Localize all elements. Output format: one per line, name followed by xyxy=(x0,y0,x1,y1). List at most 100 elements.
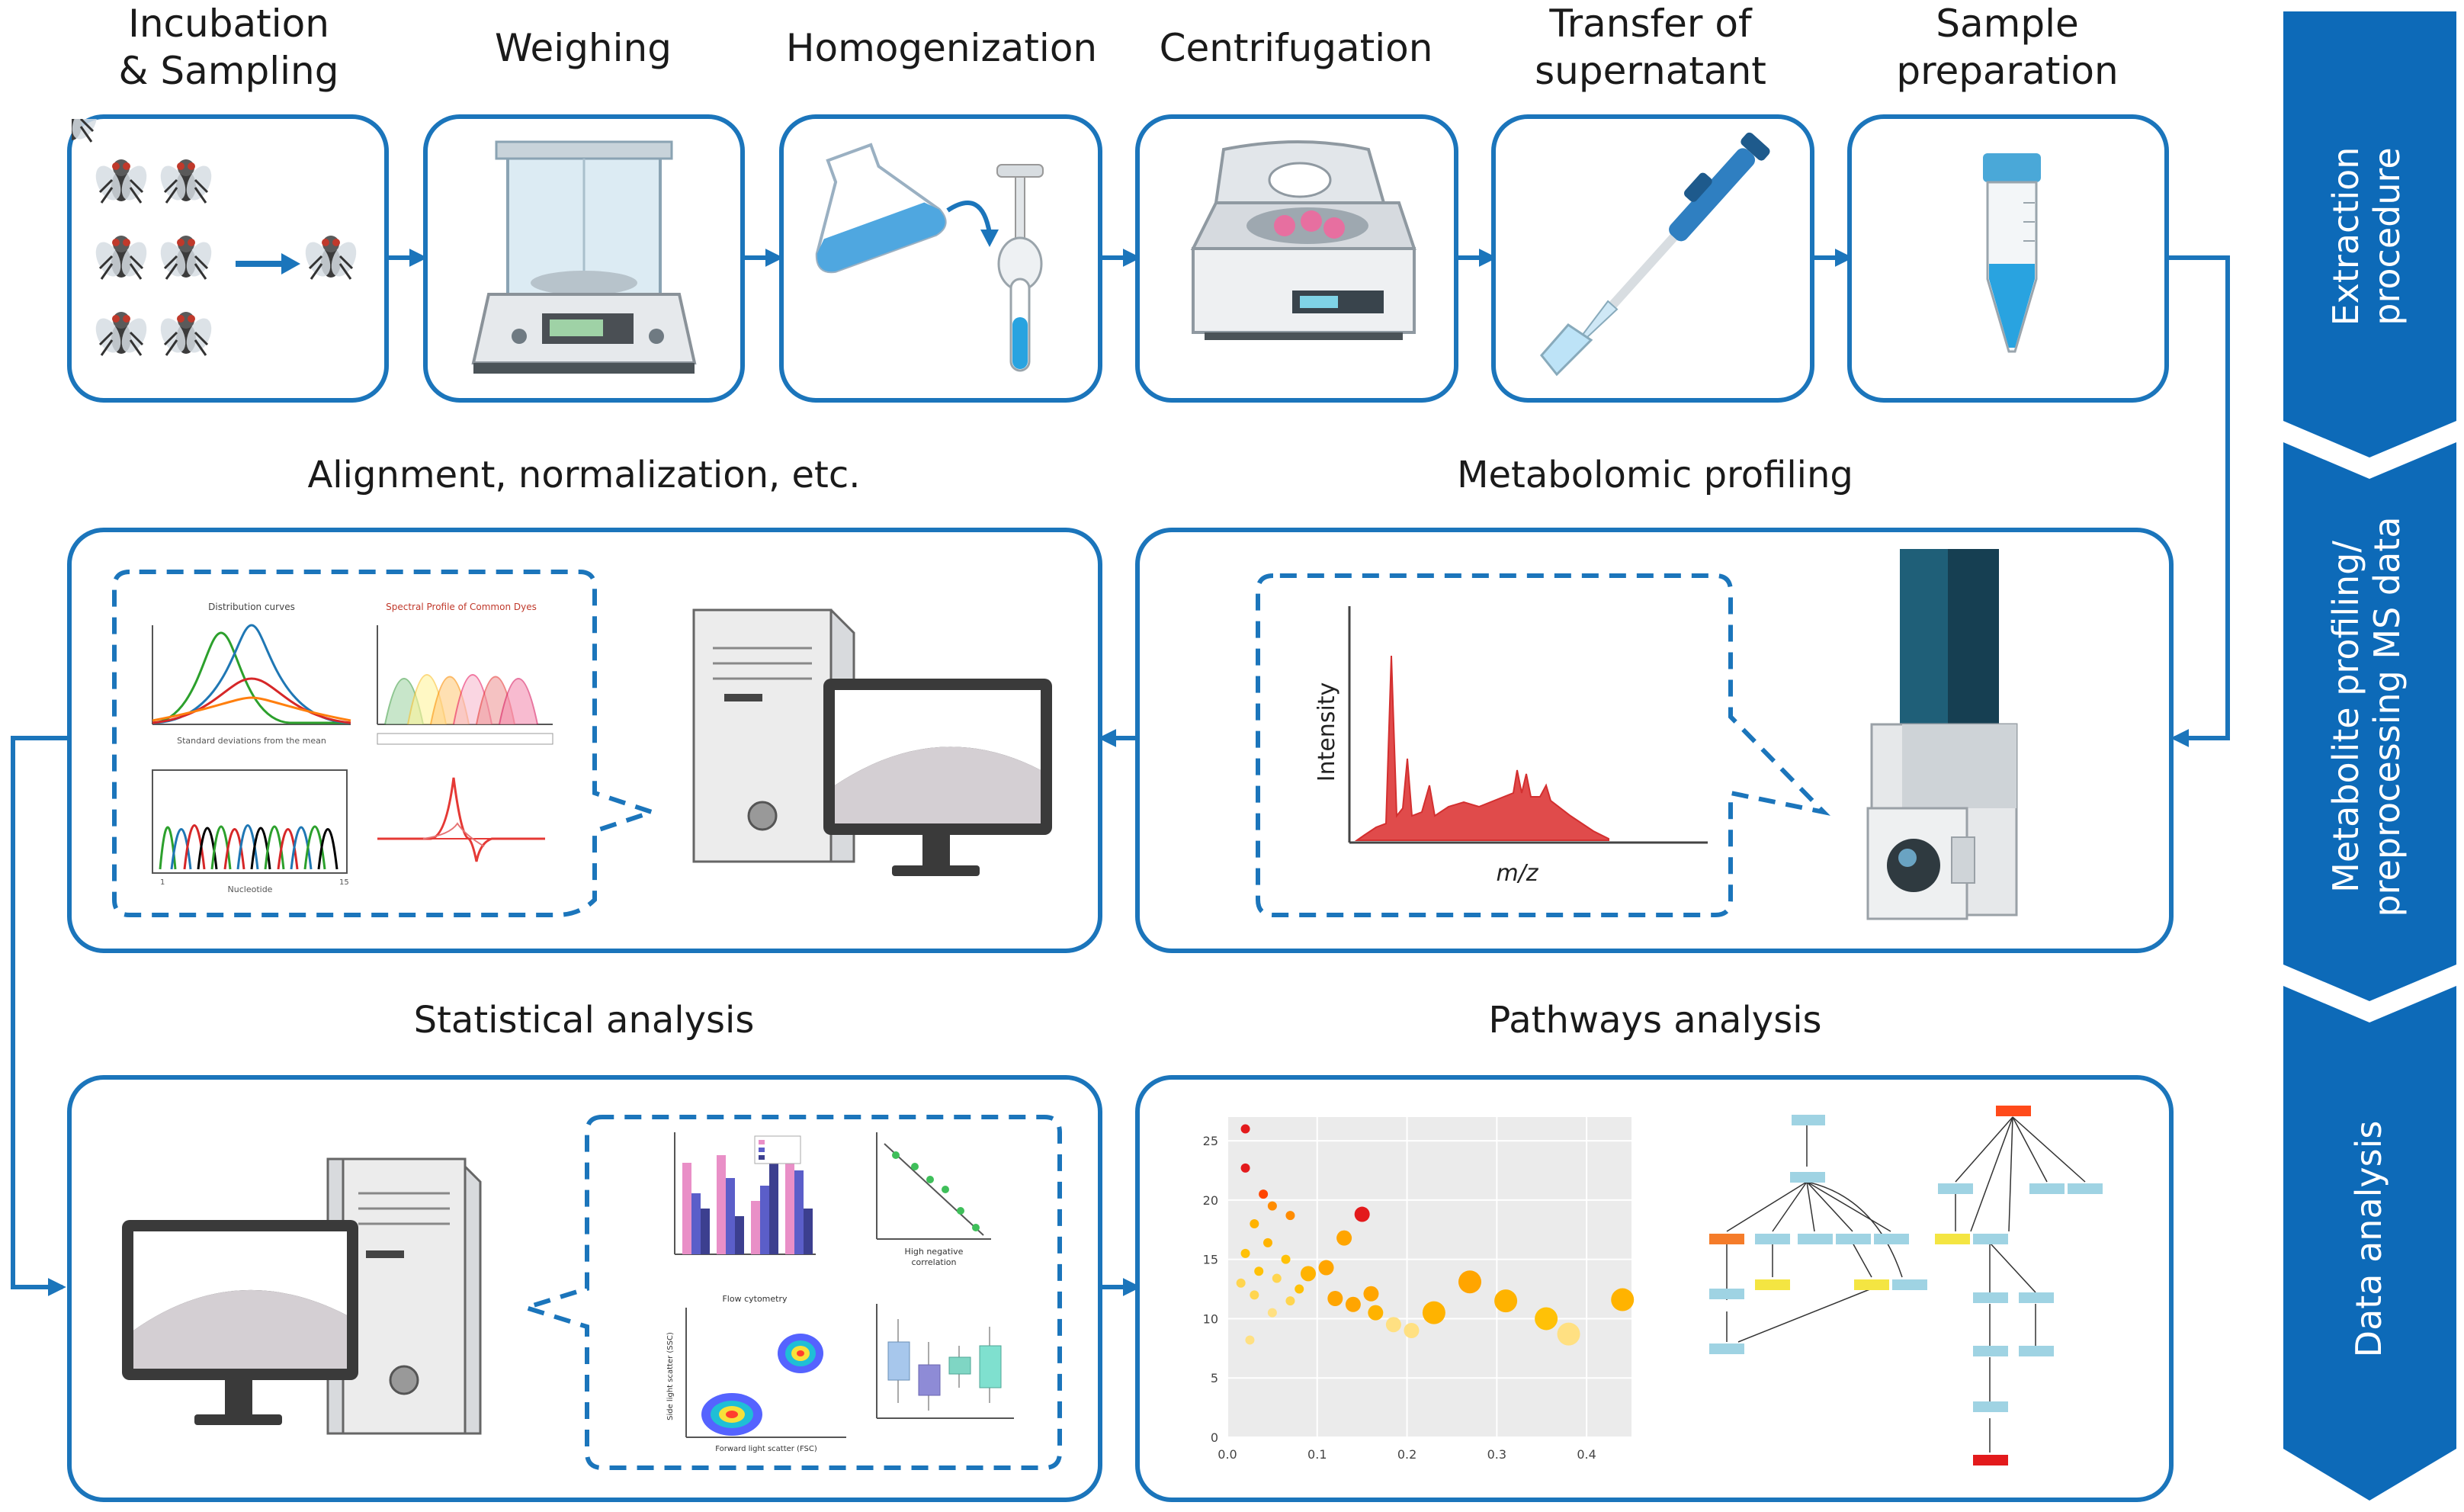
scatter-point xyxy=(1285,1296,1295,1306)
step-label-line: & Sampling xyxy=(118,49,339,93)
ms-spectrum: Intensity m/z xyxy=(1314,606,1708,887)
scatter-point xyxy=(1557,1322,1580,1346)
x-tick-label: 0.3 xyxy=(1487,1447,1506,1462)
pathway-network-diagram xyxy=(1709,1106,2103,1465)
x-tick-label: 0.0 xyxy=(1218,1447,1237,1462)
x-tick-label: 0.4 xyxy=(1577,1447,1596,1462)
homogenizer-icon xyxy=(815,143,1044,372)
nucleotide-chromatogram: Nucleotide 1 15 xyxy=(152,769,349,894)
scatter-point xyxy=(1285,1211,1295,1221)
y-tick-label: 5 xyxy=(1211,1371,1218,1385)
step-box-weighing xyxy=(423,114,745,403)
scatter-point xyxy=(1404,1323,1420,1338)
scatter-point xyxy=(1301,1266,1316,1282)
spectral-title: Spectral Profile of Common Dyes xyxy=(386,602,537,612)
section-label-pathways: Pathways analysis xyxy=(1488,999,1822,1042)
fly-icon xyxy=(46,98,98,143)
corr-label-2: correlation xyxy=(911,1257,956,1267)
boxplot-mini-chart xyxy=(876,1304,1014,1419)
scatter-point xyxy=(1368,1305,1384,1321)
alignment-bubble: Distribution curves Standard deviations … xyxy=(112,570,656,917)
y-tick-label: 10 xyxy=(1203,1311,1218,1326)
scatter-point xyxy=(1318,1260,1334,1276)
scatter-point xyxy=(1250,1290,1259,1300)
section-label-statistical: Statistical analysis xyxy=(413,999,755,1042)
scatter-point xyxy=(1250,1219,1259,1228)
scatter-point xyxy=(1240,1124,1250,1134)
scatter-point xyxy=(1263,1238,1272,1247)
phase-analysis-chevron xyxy=(2283,986,2456,1501)
step-box-homogenization xyxy=(779,114,1102,403)
profiling-bubble: Intensity m/z xyxy=(1256,573,1830,917)
step-label-line: Weighing xyxy=(495,26,672,70)
arrow-alignment-to-statistical xyxy=(11,736,70,1296)
step-label-incubation: Incubation & Sampling xyxy=(69,0,389,95)
scatter-point xyxy=(1345,1296,1361,1312)
scatter-point xyxy=(1259,1189,1269,1199)
scatter-point xyxy=(1267,1308,1277,1318)
scatter-point xyxy=(1267,1201,1277,1211)
plot-background xyxy=(1227,1117,1631,1437)
step-label-line: supernatant xyxy=(1535,49,1766,93)
flies-illustration xyxy=(46,98,363,358)
scatter-point xyxy=(1295,1284,1304,1294)
desktop-computer-icon xyxy=(692,608,1052,876)
scatter-point xyxy=(1240,1248,1250,1258)
grouped-bar-mini-chart xyxy=(674,1132,816,1255)
scatter-point xyxy=(1240,1163,1250,1173)
section-label-alignment: Alignment, normalization, etc. xyxy=(307,454,861,496)
y-tick-label: 20 xyxy=(1203,1193,1218,1208)
data-points xyxy=(1236,1124,1635,1346)
phase-band: Extraction procedure Metabolite profilin… xyxy=(2283,11,2456,1501)
spectrum-xlabel: m/z xyxy=(1496,860,1538,887)
scatter-point xyxy=(1458,1270,1481,1294)
section-label-profiling: Metabolomic profiling xyxy=(1457,454,1853,496)
step-label-line: Transfer of xyxy=(1549,2,1752,46)
flow-title: Flow cytometry xyxy=(722,1294,788,1304)
flow-ylabel: Side light scatter (SSC) xyxy=(666,1332,675,1421)
step-label-weighing: Weighing xyxy=(423,24,743,72)
step-label-sample-prep: Sample preparation xyxy=(1847,0,2167,95)
scatter-point xyxy=(1336,1230,1352,1246)
scatter-point xyxy=(1354,1206,1370,1222)
step-box-sample-prep xyxy=(1847,114,2169,403)
step-label-transfer: Transfer of supernatant xyxy=(1490,0,1811,95)
scatter-point xyxy=(1272,1273,1282,1283)
y-tick-label: 25 xyxy=(1203,1134,1218,1148)
phase-analysis-line1: Data analysis xyxy=(2348,1121,2389,1358)
correlation-mini-chart: High negative correlation xyxy=(876,1132,991,1267)
flow-xlabel: Forward light scatter (FSC) xyxy=(715,1445,817,1453)
scatter-point xyxy=(1363,1286,1379,1302)
phase-extraction-line2: procedure xyxy=(2366,147,2408,325)
phase-extraction-line1: Extraction xyxy=(2325,147,2366,326)
step-label-line: Homogenization xyxy=(785,26,1098,70)
step-label-line: Incubation xyxy=(128,2,329,46)
corr-label-1: High negative xyxy=(905,1247,964,1257)
derivative-curve-plot xyxy=(377,777,545,862)
scatter-point xyxy=(1535,1307,1558,1331)
scatter-point xyxy=(1611,1288,1635,1311)
scatter-point xyxy=(1327,1291,1343,1306)
step-box-incubation xyxy=(46,98,389,403)
analytical-balance-icon xyxy=(471,140,697,374)
phase-profiling-chevron xyxy=(2283,442,2456,1001)
step-label-centrifugation: Centrifugation xyxy=(1136,24,1456,72)
dist-xlabel: Standard deviations from the mean xyxy=(177,736,326,746)
y-tick-label: 15 xyxy=(1203,1253,1218,1267)
desktop-computer-icon-2 xyxy=(122,1157,482,1435)
scatter-point xyxy=(1385,1317,1401,1333)
step-label-line: preparation xyxy=(1896,49,2119,93)
step-label-line: Sample xyxy=(1936,2,2079,46)
nuc-tick-last: 15 xyxy=(339,878,349,887)
phase-extraction-chevron xyxy=(2283,11,2456,457)
nuc-xlabel: Nucleotide xyxy=(228,884,273,894)
scatter-point xyxy=(1236,1278,1246,1288)
phase-profiling-line2: preprocessing MS data xyxy=(2366,516,2408,917)
spectral-profile-plot: Spectral Profile of Common Dyes xyxy=(377,602,553,745)
arrow-prep-to-profiling xyxy=(2169,255,2230,747)
phase-profiling-line1: Metabolite profiling/ xyxy=(2325,541,2366,893)
nuc-tick-first: 1 xyxy=(160,878,165,887)
